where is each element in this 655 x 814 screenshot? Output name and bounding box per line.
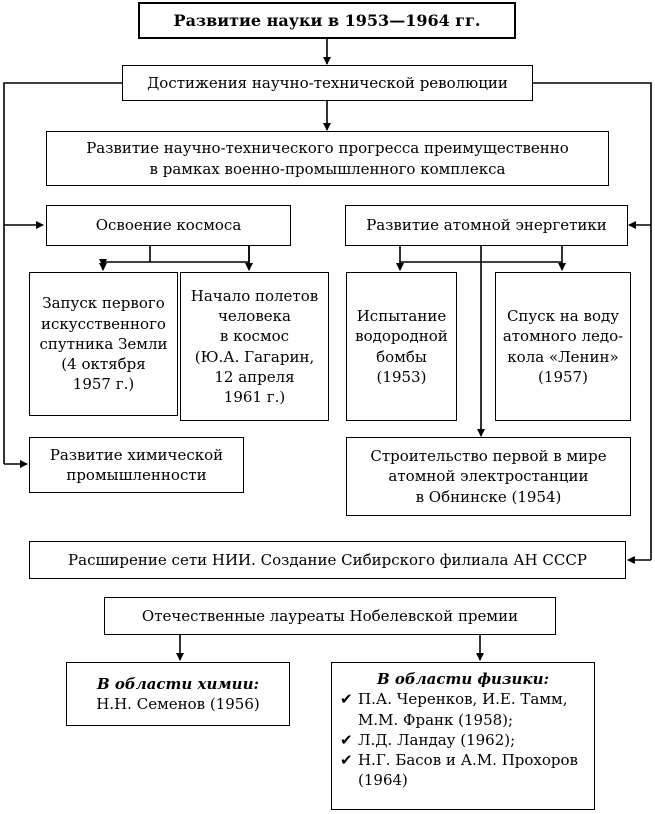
physics-laureate: Н.Г. Басов и А.М. Прохоров (1964) [358,751,578,790]
box-nobel: Отечественные лауреаты Нобелевской преми… [104,597,556,635]
box-achievements: Достижения научно-технической революции [122,65,533,101]
box-atomic: Развитие атомной энергетики [345,205,628,246]
box-nii: Расширение сети НИИ. Создание Сибирского… [29,541,626,579]
chemistry-heading: В области химии: [96,674,260,693]
physics-laureate: Л.Д. Ландау (1962); [358,730,516,749]
right-trunk-line [533,82,652,560]
chemistry-laureate: Н.Н. Семенов (1956) [96,695,260,713]
physics-heading: В области физики: [376,670,550,688]
checkmark-icon: ✔ [340,751,353,769]
diagram-title: Развитие науки в 1953—1964 гг. [138,2,516,39]
checkmark-icon: ✔ [340,690,353,709]
box-sputnik: Запуск первого искусственного спутника З… [29,272,178,416]
left-trunk-line [3,82,122,464]
physics-laureate: П.А. Черенков, И.Е. Тамм, М.М. Франк (19… [358,690,568,729]
list-item: ✔ Л.Д. Ландау (1962); [340,730,586,750]
box-chemistry: В области химии: Н.Н. Семенов (1956) [66,662,290,726]
list-item: ✔ Н.Г. Басов и А.М. Прохоров (1964) [340,750,586,791]
checkmark-icon: ✔ [340,730,353,749]
box-space: Освоение космоса [46,205,291,246]
box-gagarin: Начало полетов человека в космос (Ю.А. Г… [180,272,329,421]
space-branch-line [149,246,250,263]
list-item: ✔ П.А. Черенков, И.Е. Тамм, М.М. Франк (… [340,689,586,730]
box-hbomb: Испытание водородной бомбы (1953) [346,272,457,421]
box-military: Развитие научно-технического прогресса п… [46,131,609,186]
box-physics: В области физики: ✔ П.А. Черенков, И.Е. … [331,662,595,810]
box-icebreaker: Спуск на воду атомного ледо- кола «Ленин… [495,272,631,421]
box-obninsk: Строительство первой в мире атомной элек… [346,437,631,516]
box-chemical: Развитие химической промышленности [29,437,244,493]
